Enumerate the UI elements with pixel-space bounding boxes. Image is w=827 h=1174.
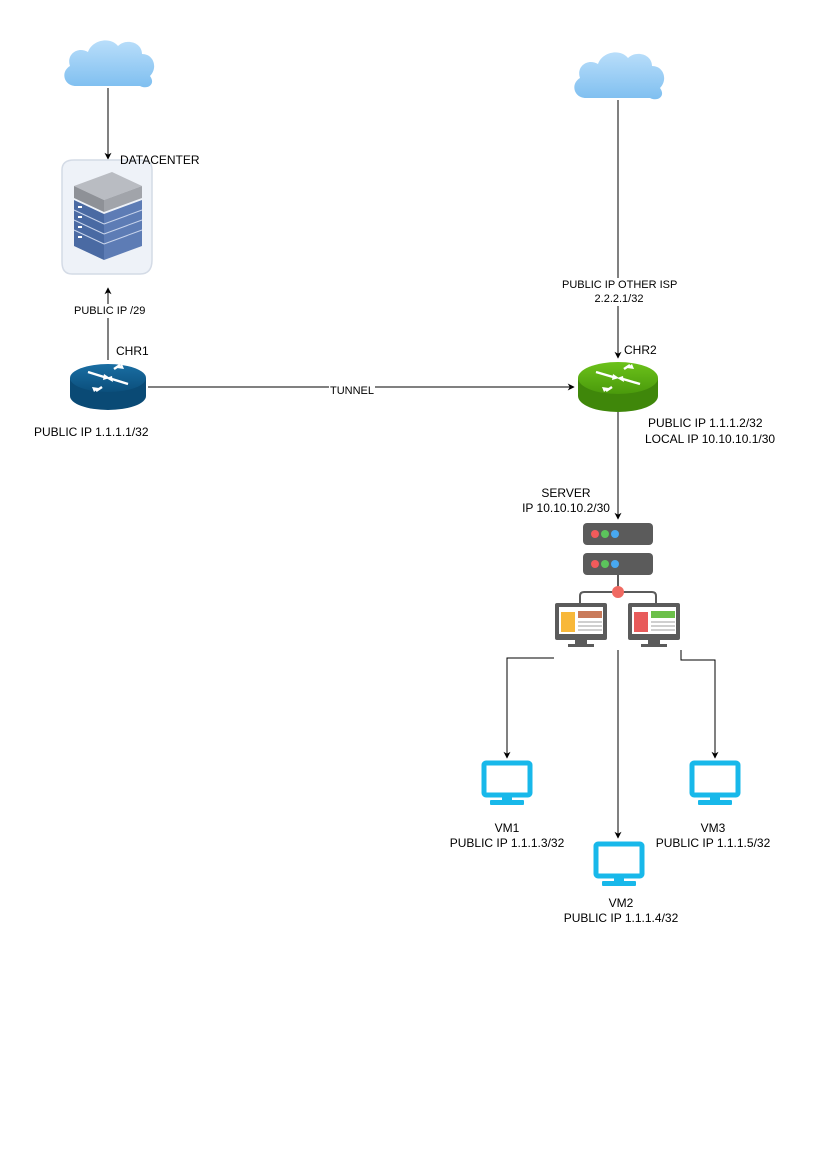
chr2-label: CHR2 — [624, 343, 657, 357]
server-rack-icon — [579, 523, 657, 604]
chr2-local-ip-label: LOCAL IP 10.10.10.1/30 — [645, 432, 776, 446]
cloud-icon — [574, 52, 665, 100]
edge-server-vm3 — [680, 650, 719, 759]
other-isp-label: PUBLIC IP OTHER ISP 2.2.2.1/32 — [561, 278, 677, 306]
vm1-label: VM1 PUBLIC IP 1.1.1.3/32 — [446, 821, 568, 851]
other-isp-ip: 2.2.2.1/32 — [594, 293, 644, 305]
chr1-ip-label: PUBLIC IP 1.1.1.1/32 — [34, 425, 149, 439]
edge-server-vm1 — [503, 657, 554, 759]
cloud-icon — [64, 40, 155, 88]
vm2-ip: PUBLIC IP 1.1.1.4/32 — [563, 911, 679, 925]
vm1-ip: PUBLIC IP 1.1.1.3/32 — [449, 836, 565, 850]
chr2-public-ip-label: PUBLIC IP 1.1.1.2/32 — [648, 416, 763, 430]
host-screen-left-icon — [555, 603, 607, 647]
chr1-label: CHR1 — [116, 344, 149, 358]
server-ip: IP 10.10.10.2/30 — [522, 501, 610, 515]
host-screen-right-icon — [628, 603, 680, 647]
vm3-monitor-icon — [689, 760, 741, 805]
public-ip-29-label: PUBLIC IP /29 — [73, 304, 147, 318]
vm3-ip: PUBLIC IP 1.1.1.5/32 — [655, 836, 771, 850]
vm3-name: VM3 — [700, 821, 726, 835]
router-chr1-icon — [70, 364, 146, 410]
vm2-monitor-icon — [593, 841, 645, 886]
datacenter-icon — [61, 159, 153, 275]
tunnel-label: TUNNEL — [329, 384, 376, 398]
other-isp-title: PUBLIC IP OTHER ISP — [562, 279, 678, 291]
server-title: SERVER — [541, 486, 591, 500]
vm3-label: VM3 PUBLIC IP 1.1.1.5/32 — [652, 821, 774, 851]
edges — [104, 88, 719, 839]
datacenter-label: DATACENTER — [120, 153, 200, 167]
router-chr2-icon — [578, 362, 658, 412]
vm1-name: VM1 — [494, 821, 520, 835]
server-label: SERVER IP 10.10.10.2/30 — [512, 486, 620, 516]
vm1-monitor-icon — [481, 760, 533, 805]
vm2-label: VM2 PUBLIC IP 1.1.1.4/32 — [560, 896, 682, 926]
vm2-name: VM2 — [608, 896, 634, 910]
